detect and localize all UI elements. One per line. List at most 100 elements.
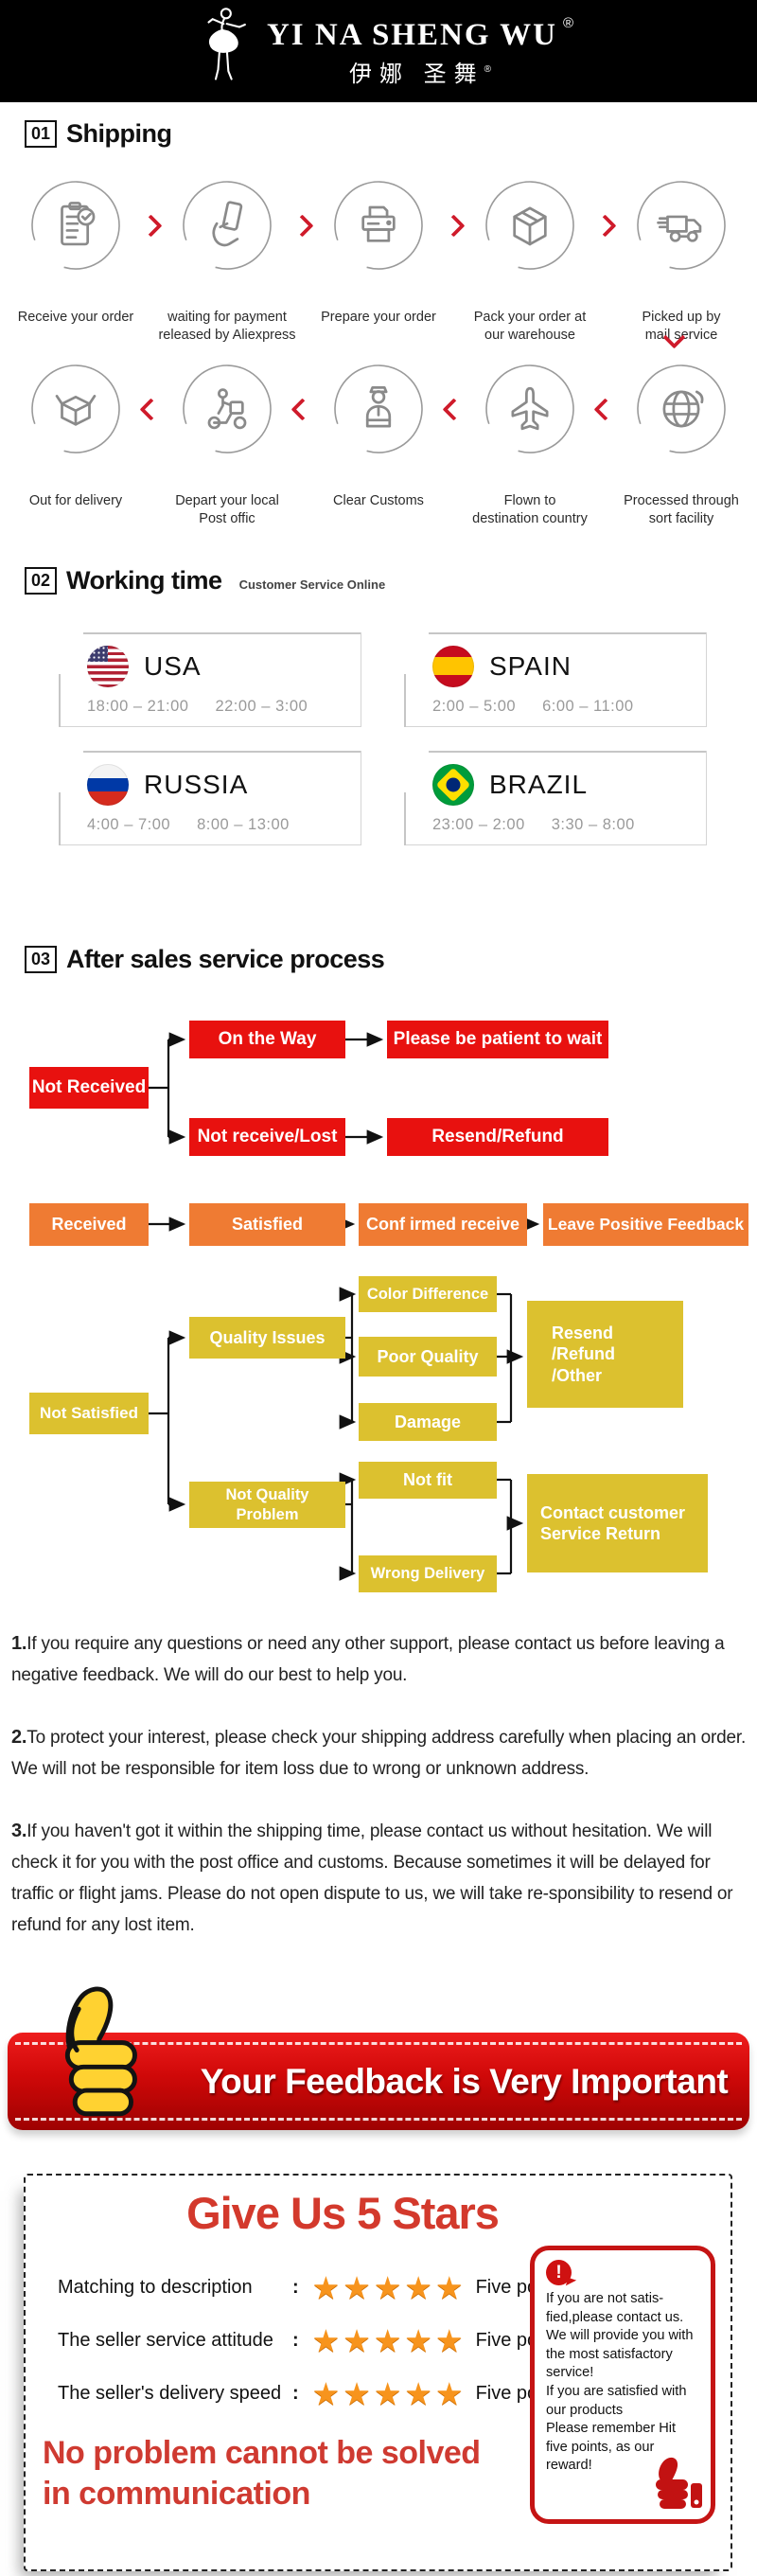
shipping-step-label: Receive your order [17, 310, 134, 325]
flow-box-quality-issues: Quality Issues [189, 1317, 345, 1359]
shipping-step: Depart your local Post offic [151, 362, 303, 528]
satisfaction-info-box: ! If you are not satis- fied,please cont… [530, 2246, 715, 2524]
red-thumbs-up-icon [656, 2457, 702, 2509]
flow-box-contact-customer: Contact customer Service Return [527, 1474, 708, 1572]
flow-box-resend-refund: Resend/Refund [387, 1118, 608, 1156]
shipping-step: Out for delivery [0, 362, 151, 528]
package-box-icon [513, 206, 547, 246]
rating-label: The seller service attitude [58, 2329, 273, 2351]
shipping-step-label: Flown to destination country [472, 493, 588, 526]
shipping-row-1: Receive your order waiting for payment r… [0, 178, 757, 345]
printer-icon [361, 205, 396, 242]
customs-officer-icon [365, 385, 392, 428]
five-star-icons: ★★★★★ [311, 2374, 467, 2412]
shipping-step-label: Picked up by mail service [642, 310, 721, 343]
rating-row-description: Matching to description : ★★★★★ Five poi… [58, 2268, 568, 2306]
russia-flag-icon [87, 764, 129, 806]
flowchart-connectors [149, 1032, 540, 1581]
flow-box-satisfied: Satisfied [189, 1203, 345, 1246]
dancer-logo-icon [207, 8, 246, 80]
flow-box-wrong-delivery: Wrong Delivery [359, 1555, 497, 1592]
globe-icon [662, 390, 704, 428]
flow-box-not-quality-problem: Not Quality Problem [189, 1482, 345, 1528]
delivery-scooter-icon [207, 388, 247, 430]
shipping-step: waiting for payment released by Aliexpre… [151, 178, 303, 345]
registered-mark: ® [562, 14, 574, 31]
flow-box-on-the-way: On the Way [189, 1021, 345, 1058]
flow-box-not-received: Not Received [29, 1067, 149, 1109]
shipping-step: Clear Customs [303, 362, 454, 528]
country-name: SPAIN [489, 651, 572, 681]
five-stars-title: Give Us 5 Stars [186, 2188, 500, 2238]
flow-box-poor-quality: Poor Quality [359, 1337, 497, 1377]
country-name: USA [144, 651, 202, 681]
rating-label: The seller's delivery speed [58, 2382, 282, 2404]
flow-box-confirmed-receive: Conf irmed receive [359, 1203, 527, 1246]
section-number: 01 [25, 120, 58, 148]
registered-mark-small: ® [484, 63, 492, 75]
flow-box-not-receive-lost: Not receive/Lost [189, 1118, 345, 1156]
shipping-step-label: waiting for payment released by Aliexpre… [158, 310, 296, 343]
mail-truck-icon [657, 215, 702, 242]
exclamation-icon: ! [546, 2260, 572, 2285]
aftersales-flowchart: Not Received On the Way Please be patien… [0, 1004, 757, 1619]
section-title: After sales service process [66, 945, 385, 973]
shipping-step: Processed through sort facility [606, 362, 757, 528]
flow-box-not-satisfied: Not Satisfied [29, 1393, 149, 1434]
shipping-row-2: Out for delivery Depart your local Post … [0, 362, 757, 528]
country-name: BRAZIL [489, 770, 589, 799]
notes: 1.If you require any questions or need a… [11, 1628, 748, 1972]
section-working-title: 02 Working time Customer Service Online [25, 566, 385, 595]
section-title: Shipping [66, 119, 172, 148]
feedback-banner-text: Your Feedback is Very Important [200, 2061, 729, 2101]
section-number: 03 [25, 946, 58, 973]
shipping-step: Pack your order at our warehouse [454, 178, 606, 345]
flow-box-color-difference: Color Difference [359, 1276, 497, 1312]
note-1: 1.If you require any questions or need a… [11, 1633, 725, 1685]
shipping-step-label: Prepare your order [321, 310, 436, 325]
rating-row-attitude: The seller service attitude : ★★★★★ Five… [58, 2321, 568, 2359]
brazil-flag-icon [432, 764, 474, 806]
five-star-icons: ★★★★★ [311, 2321, 467, 2359]
section-number: 02 [25, 567, 58, 595]
section-shipping-title: 01 Shipping [25, 119, 172, 149]
brand-name-cn: 伊娜 圣舞 [348, 61, 484, 87]
section-title: Working time [66, 566, 222, 595]
brand-block: YI NA SHENG WU® 伊娜 圣舞® [267, 15, 573, 88]
slogan-text: No problem cannot be solved in communica… [43, 2435, 481, 2512]
open-box-icon [55, 395, 97, 426]
note-2: 2.To protect your interest, please check… [11, 1727, 747, 1779]
flow-box-received: Received [29, 1203, 149, 1246]
flow-box-resend-refund-other: Resend /Refund /Other [527, 1301, 683, 1408]
shipping-step: Flown to destination country [454, 362, 606, 528]
payment-card-icon [212, 201, 243, 247]
flow-box-please-wait: Please be patient to wait [387, 1021, 608, 1058]
usa-flag-icon [87, 646, 129, 687]
five-star-icons: ★★★★★ [311, 2268, 467, 2306]
flow-box-leave-feedback: Leave Positive Feedback [543, 1203, 748, 1246]
shipping-step-label: Clear Customs [333, 493, 424, 508]
rating-row-speed: The seller's delivery speed : ★★★★★ Five… [58, 2374, 568, 2412]
flow-box-not-fit: Not fit [359, 1462, 497, 1499]
brand-name: YI NA SHENG WU [266, 17, 557, 52]
note-3: 3.If you haven't got it within the shipp… [11, 1821, 733, 1935]
shipping-step-label: Pack your order at our warehouse [473, 310, 587, 343]
order-clipboard-icon [61, 202, 96, 246]
shipping-step-label: Processed through sort facility [624, 493, 739, 526]
country-name: RUSSIA [144, 770, 249, 799]
header: YI NA SHENG WU® 伊娜 圣舞® [0, 0, 757, 102]
rating-label: Matching to description [58, 2276, 253, 2298]
shipping-step-label: Out for delivery [28, 493, 123, 508]
thumbs-up-icon [64, 1986, 137, 2117]
shipping-step: Prepare your order [303, 178, 454, 345]
section-subtitle: Customer Service Online [238, 577, 386, 592]
